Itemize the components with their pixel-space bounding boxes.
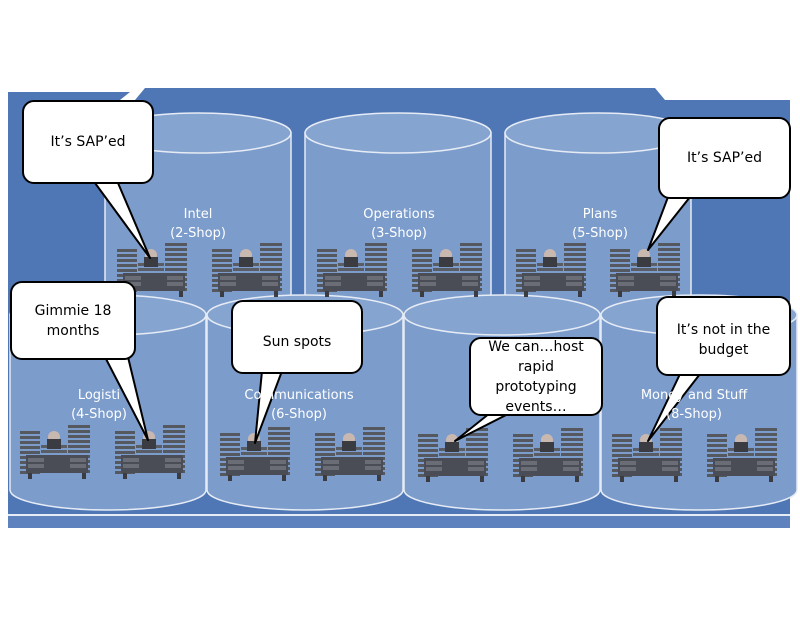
speech-bubble-unnamed: We can…host rapid prototyping events… (469, 337, 603, 416)
cylinder-name: Intel (183, 207, 213, 222)
cylinder-name: Plans (582, 207, 618, 222)
speech-bubble-plans: It’s SAP’ed (658, 117, 791, 199)
cylinder-name: Communications (244, 388, 354, 403)
cylinder-label-logistics: Logisti (4-Shop) (71, 386, 127, 424)
speech-bubble-money: It’s not in the budget (656, 296, 791, 376)
cylinder-shop: (5-Shop) (572, 226, 628, 241)
cylinder-shop: (4-Shop) (71, 407, 127, 422)
cylinder-name: Money and Stuff (640, 388, 748, 403)
speech-bubble-logistics: Gimmie 18 months (10, 281, 136, 360)
cylinder-label-communications: Communications (6-Shop) (244, 386, 353, 424)
speech-bubble-intel: It’s SAP’ed (22, 100, 154, 184)
cylinder-shop: (3-Shop) (371, 226, 427, 241)
cylinder-shop: (6-Shop) (271, 407, 327, 422)
base-platform (8, 515, 790, 528)
speech-bubble-communications: Sun spots (231, 300, 363, 374)
cylinder-name: Logisti (77, 388, 121, 403)
cylinder-label-money: Money and Stuff (8-Shop) (641, 386, 747, 424)
cylinder-label-operations: Operations (3-Shop) (363, 205, 434, 243)
cylinder-label-intel: Intel (2-Shop) (170, 205, 226, 243)
cylinder-label-plans: Plans (5-Shop) (572, 205, 628, 243)
cylinder-name: Operations (363, 207, 435, 222)
cylinder-shop: (2-Shop) (170, 226, 226, 241)
cylinder-shop: (8-Shop) (666, 407, 722, 422)
